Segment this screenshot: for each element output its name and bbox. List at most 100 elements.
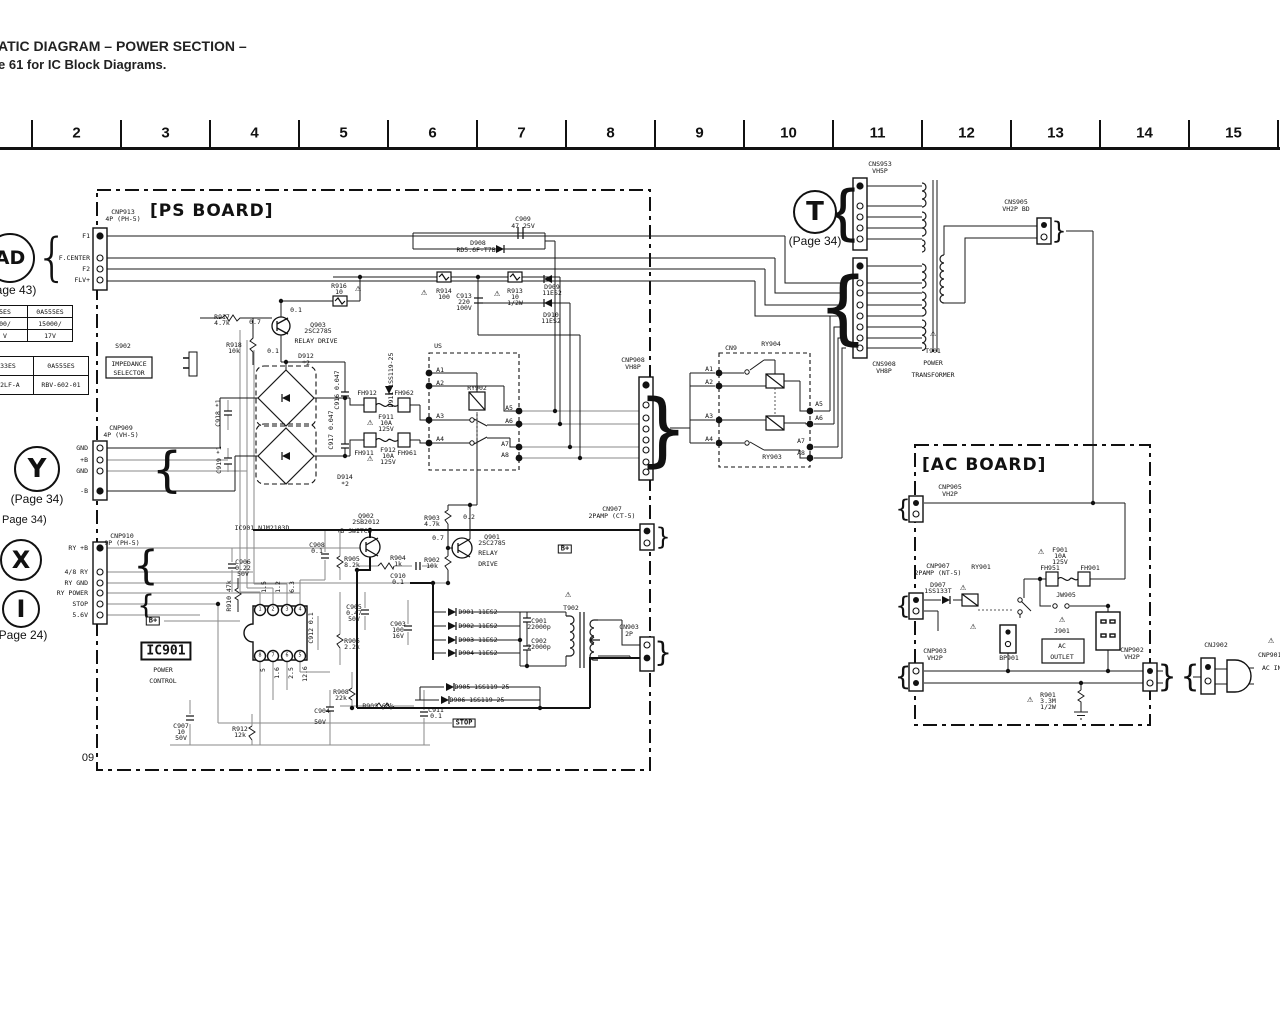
switch-contacts	[183, 351, 1070, 615]
schematic-label: +B	[80, 455, 88, 464]
schematic-label: A4	[436, 434, 444, 443]
schematic-label: A2	[705, 377, 713, 386]
schematic-label: T902	[563, 603, 579, 612]
schematic-label: B+	[557, 544, 573, 554]
schematic-label: C905	[346, 602, 362, 611]
svg-text:}: }	[638, 383, 689, 476]
schematic-label: 22000p	[527, 622, 551, 631]
schematic-label: 0.47	[346, 608, 362, 617]
schematic-label: JW905	[1056, 590, 1076, 599]
schematic-label: C901	[531, 616, 547, 625]
ic901-label: IC901	[140, 641, 192, 661]
schematic-label: CNP903	[923, 646, 947, 655]
schematic-label: D901 11ES2	[458, 607, 498, 616]
schematic-label: POWER	[923, 358, 943, 367]
schematic-label: 8	[258, 652, 262, 659]
schematic-label: RELAY DRIVE	[294, 336, 338, 345]
ref-circle-i: I	[2, 590, 40, 628]
schematic-label: C909	[515, 214, 531, 223]
ps-board-title: [PS BOARD]	[150, 201, 274, 221]
schematic-label: D914	[337, 472, 353, 481]
page-subtitle: e 61 for IC Block Diagrams.	[0, 57, 167, 72]
schematic-label: CNP913	[111, 207, 135, 216]
svg-text:{: {	[152, 442, 183, 498]
ref-circle-page: (Page 24)	[0, 628, 48, 642]
schematic-label: 11ES2	[542, 288, 562, 297]
schematic-label: VH8P	[625, 362, 641, 371]
ruler-number: 10	[780, 124, 797, 142]
schematic-label: 125V	[380, 457, 396, 466]
schematic-label: VH2P	[942, 489, 958, 498]
schematic-label: C919 *1	[214, 446, 223, 474]
schematic-label: CONTROL	[149, 676, 177, 685]
schematic-label: C906	[235, 557, 251, 566]
schematic-label: BP901	[999, 653, 1019, 662]
brace-glyphs: { { { { { { } } } } { { { } {	[35, 178, 1199, 695]
schematic-label: FH912	[357, 388, 377, 397]
schematic-label: R904	[390, 553, 406, 562]
warning-icon: ⚠	[1037, 546, 1045, 557]
schematic-label: 10A	[382, 451, 394, 460]
schematic-label: D909	[544, 282, 560, 291]
schematic-label: F911	[378, 412, 394, 421]
schematic-label: CNP902	[1120, 645, 1144, 654]
schematic-label: 0.1	[290, 305, 302, 314]
schematic-label: 0.1	[311, 546, 323, 555]
fuse-symbols	[363, 397, 1091, 587]
schematic-label: 4/8 RY	[64, 567, 88, 576]
ruler-number: 8	[606, 124, 615, 142]
warning-icon: ⚠	[969, 621, 977, 632]
schematic-label: RY904	[761, 339, 781, 348]
schematic-label: F.CENTER	[58, 253, 90, 262]
schematic-label: FLV+	[74, 275, 90, 284]
ref-circle-page: (Page 34)	[788, 234, 842, 248]
schematic-label: FH951	[1040, 563, 1060, 572]
relay-dash-links	[476, 388, 1014, 611]
schematic-label: 125V	[378, 424, 394, 433]
schematic-label: RD5.6F-T7B5	[456, 245, 500, 254]
svg-text:{: {	[895, 592, 910, 620]
capacitor-symbols	[186, 227, 531, 721]
ref-circle-page: (Page 43)	[0, 283, 37, 297]
svg-text:}: }	[654, 636, 672, 669]
schematic-label: 1.6	[272, 667, 281, 679]
schematic-label: 0.7	[432, 533, 444, 542]
schematic-label: 0.1	[430, 711, 442, 720]
schematic-label: F2	[82, 264, 90, 273]
schematic-label: C903	[390, 619, 406, 628]
schematic-label: Page 34)	[2, 514, 47, 526]
schematic-label: SELECTOR	[113, 368, 145, 377]
schematic-label: R913	[507, 286, 523, 295]
schematic-label: A5	[505, 403, 513, 412]
schematic-label: A7	[501, 439, 509, 448]
schematic-label: R910 47k	[224, 580, 233, 612]
schematic-label: CNS908	[872, 359, 896, 368]
schematic-label: 2	[271, 606, 275, 613]
schematic-label: A3	[705, 411, 713, 420]
schematic-label: A1	[705, 364, 713, 373]
schematic-label: D908	[470, 238, 486, 247]
schematic-label: RY +B	[68, 543, 88, 552]
schematic-label: 3	[285, 606, 289, 613]
svg-text:}: }	[655, 523, 670, 551]
schematic-label: 1.5	[259, 581, 268, 593]
schematic-label: 4.7k	[424, 519, 440, 528]
warning-icon: ⚠	[354, 283, 362, 294]
schematic-label: RY POWER	[56, 588, 88, 597]
svg-text:{: {	[35, 228, 68, 288]
table-cell: 17V	[27, 329, 73, 342]
schematic-label: A3	[436, 411, 444, 420]
ref-circle-t: T	[793, 190, 837, 234]
schematic-label: IMPEDANCE	[111, 359, 147, 368]
ic901-body	[243, 603, 308, 663]
schematic-label: 2.5	[286, 667, 295, 679]
schematic-label: C917 0.047	[326, 410, 335, 450]
schematic-label: 1k	[394, 559, 402, 568]
relay-symbols	[468, 373, 979, 607]
schematic-label: GND	[76, 443, 88, 452]
schematic-label: CNP905	[938, 482, 962, 491]
schematic-label: CNP910	[110, 531, 134, 540]
warning-icon: ⚠	[1058, 614, 1066, 625]
